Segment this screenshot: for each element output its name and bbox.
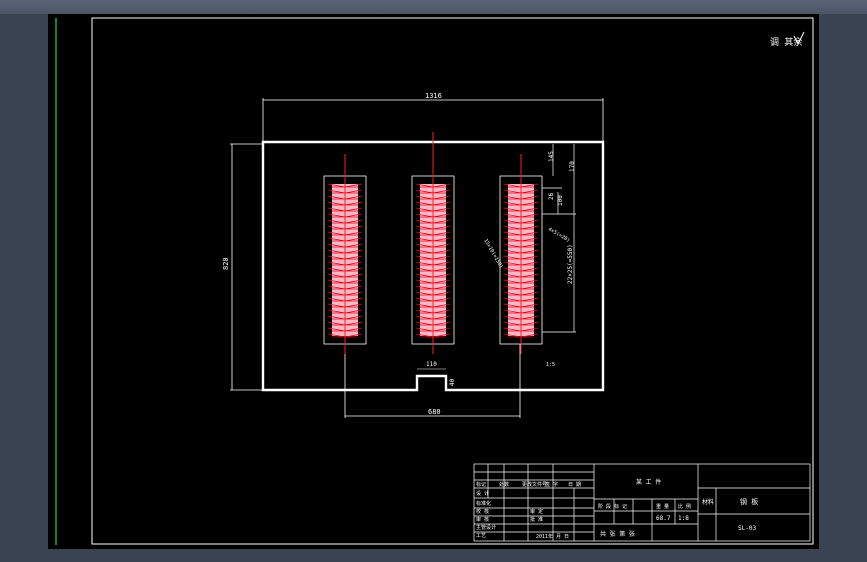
dimension-slot-spacing (344, 344, 521, 418)
dim-110-label: 110 (426, 361, 437, 368)
element-bar-middle[interactable] (411, 132, 455, 354)
dimension-overall-width (262, 98, 604, 142)
app-toolbar-strip (0, 0, 867, 14)
dim-145-label: 145 (548, 151, 555, 162)
title-row-header: 标记 (476, 481, 486, 488)
title-weight: 68.7 (656, 515, 671, 522)
dim-170-label: 170 (569, 161, 576, 172)
dim-100-label: 100 (557, 195, 564, 206)
title-role-label: 设 计 (476, 490, 489, 497)
title-row-header: 更改文件号 (522, 481, 547, 488)
title-role-label: 审 核 (476, 516, 489, 523)
dim-550-label: 22×25(=550) (567, 244, 574, 284)
title-columns: 阶 段 标 记 重 量 比 例 材料 (598, 498, 714, 510)
dim-angled-right-label: 4×5(=20) (547, 227, 571, 244)
title-project: 某 工 件 (636, 478, 661, 486)
title-sheet: 共 张 第 张 (600, 530, 635, 538)
title-block (473, 463, 811, 542)
right-dimensions (542, 144, 576, 333)
title-role-label: 批 准 (530, 516, 543, 523)
drawing-canvas[interactable]: 调 其余 1316 820 110 40 680 (48, 14, 819, 549)
dim-680-label: 680 (428, 408, 441, 416)
dimension-overall-height (230, 143, 262, 391)
dim-26-label: 26 (548, 192, 555, 200)
title-row-header: 日 期 (568, 482, 581, 488)
title-drawing-no: SL-03 (738, 525, 756, 532)
title-role-label: 工艺 (476, 533, 486, 539)
title-scale: 1:8 (678, 515, 689, 522)
title-role-label: 校 核 (476, 508, 489, 515)
title-column-label: 阶 段 标 记 (598, 503, 627, 510)
plate-outline (261, 140, 605, 392)
title-role-label: 主管设计 (476, 524, 496, 531)
dim-40-label: 40 (449, 378, 456, 386)
drawing-border (91, 17, 814, 545)
element-bar-right[interactable] (499, 154, 543, 354)
dim-angled-left-label: 15×10(=150) (482, 238, 504, 270)
dim-820-label: 820 (222, 257, 230, 270)
inner-note: 1:5 (546, 362, 555, 368)
element-bar-left[interactable] (323, 154, 367, 354)
roughness-note: 调 其余 (770, 36, 802, 48)
title-role-label: 审 定 (530, 508, 543, 515)
roughness-symbol-icon (793, 31, 805, 46)
title-material-label: 材料 (702, 498, 714, 506)
title-row-header: 处数 (499, 481, 509, 488)
title-row-header: 签 字 (545, 481, 558, 488)
title-column-label: 比 例 (678, 503, 691, 510)
title-part-name: 钢 板 (740, 497, 758, 506)
title-role-label: 标准化 (476, 500, 491, 507)
title-date: 2011年 月 日 (536, 533, 569, 540)
dim-1316-label: 1316 (425, 92, 442, 100)
title-column-label: 重 量 (656, 503, 669, 510)
